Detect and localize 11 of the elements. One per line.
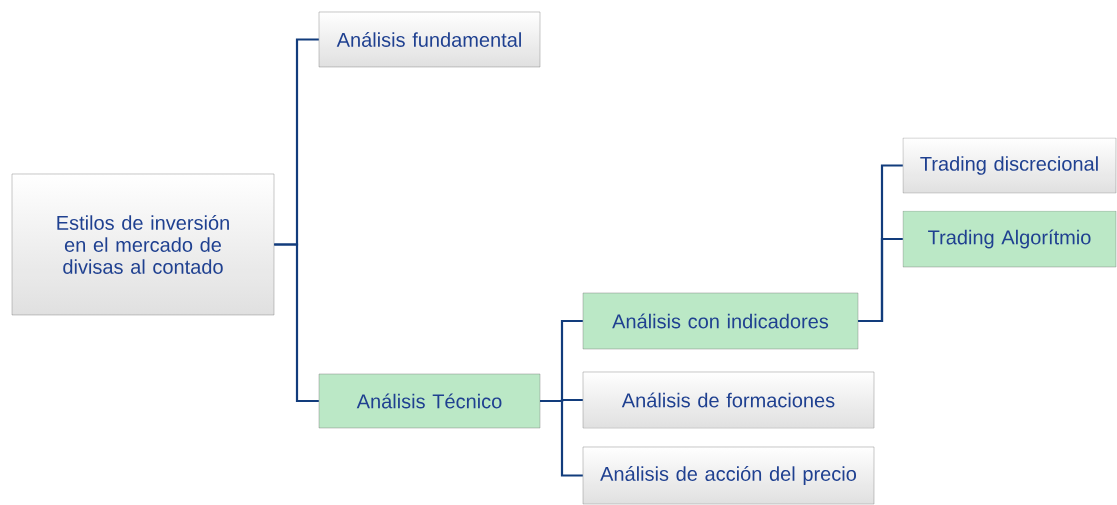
category-box: Estilos de inversión en el mercado de divisas al contado	[11, 173, 275, 316]
highlighted-box: Análisis Técnico	[318, 373, 541, 429]
highlighted-box: Trading Algorítmio	[902, 210, 1117, 268]
connector-line	[540, 399, 583, 477]
connector-line	[274, 243, 319, 403]
category-box: Trading discrecional	[902, 137, 1117, 194]
highlighted-box: Análisis con indicadores	[582, 292, 859, 350]
connector-line	[858, 237, 903, 323]
category-box: Análisis de acción del precio	[582, 446, 875, 505]
category-box: Análisis fundamental	[318, 11, 541, 68]
category-box: Análisis de formaciones	[582, 371, 875, 429]
